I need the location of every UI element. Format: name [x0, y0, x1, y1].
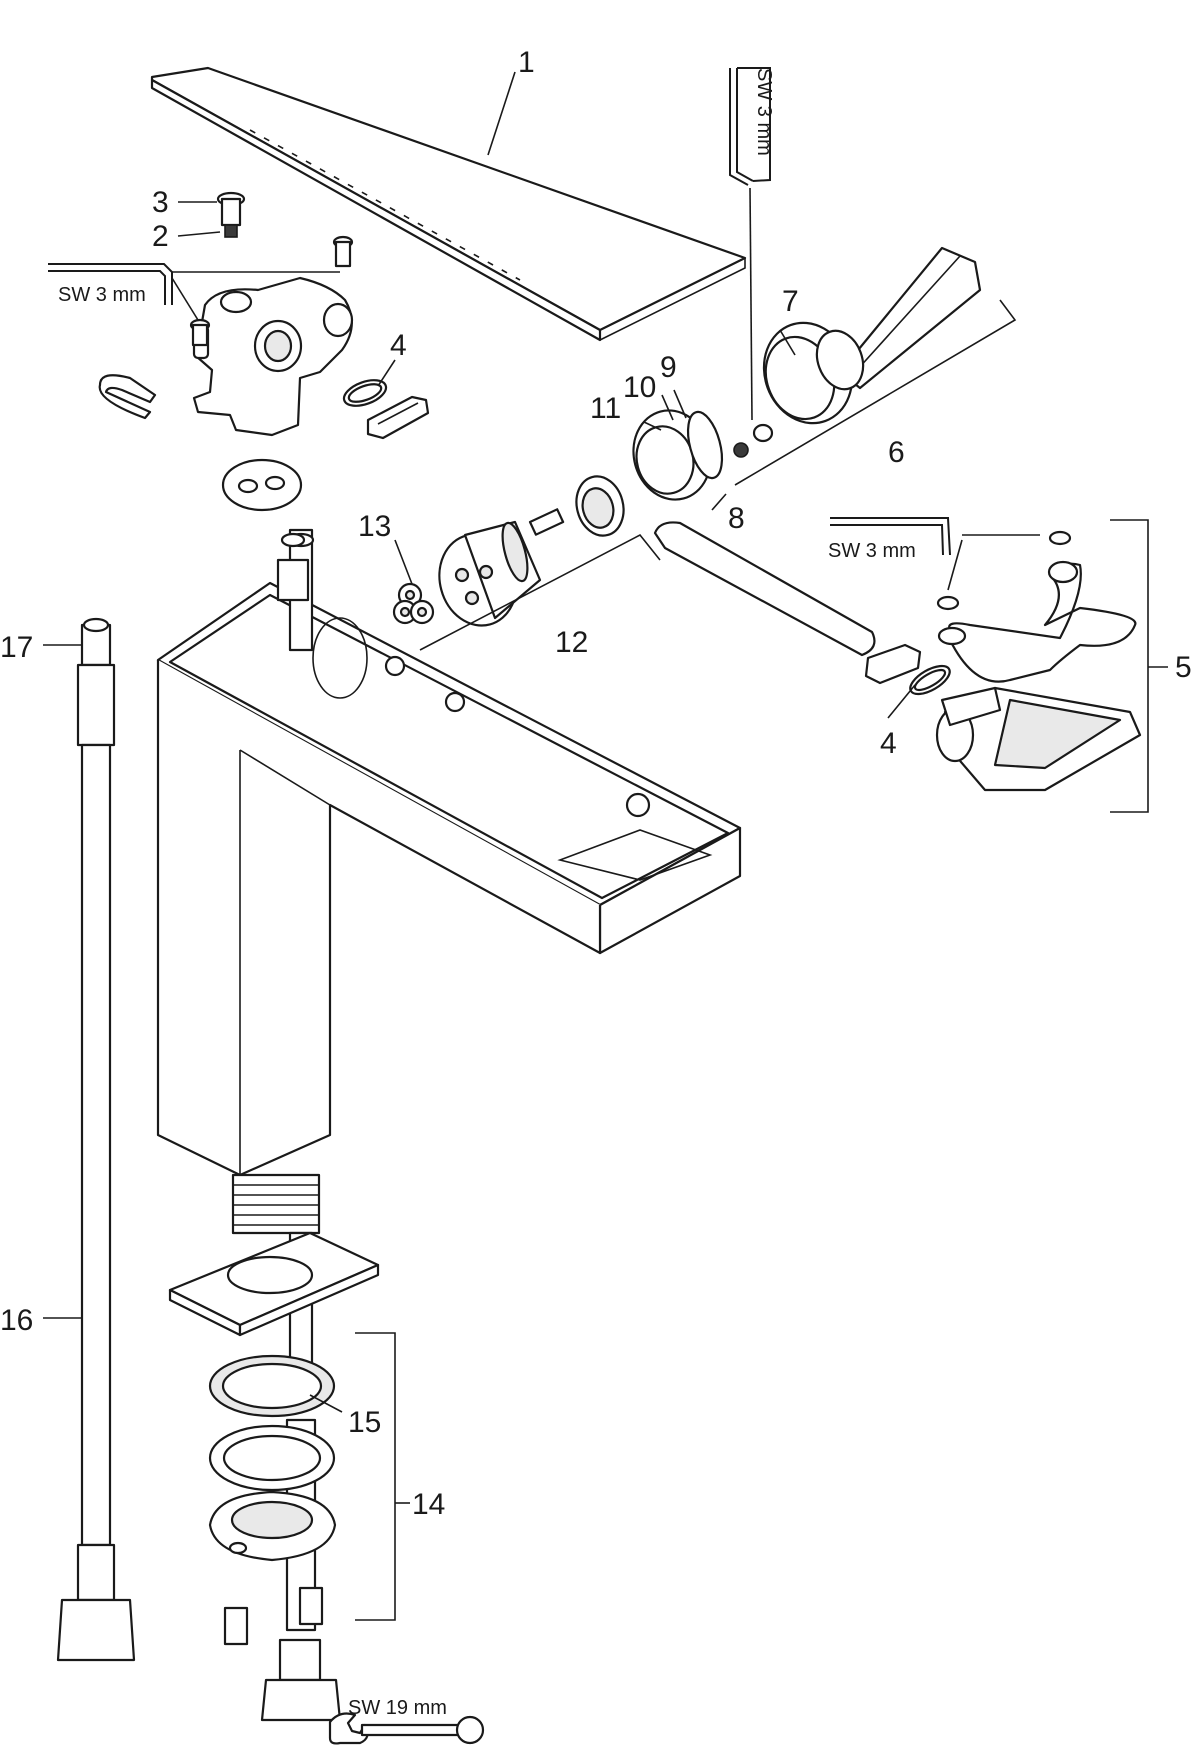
label-7: 7 — [782, 285, 799, 318]
label-12: 12 — [555, 626, 588, 659]
bracket-part-6 — [734, 299, 1017, 486]
faucet-body — [156, 581, 742, 1177]
label-15: 15 — [348, 1406, 381, 1439]
hex-key-size-right: SW 3 mm — [828, 540, 916, 562]
part-8-11-rings — [632, 409, 724, 501]
label-1: 1 — [518, 46, 535, 79]
part-15-washer — [208, 1354, 336, 1418]
part-4-seal-clip-upper — [342, 379, 430, 440]
label-4-upper: 4 — [390, 329, 407, 362]
wrench-icon — [328, 1712, 485, 1745]
label-8: 8 — [728, 502, 745, 535]
label-3: 3 — [152, 186, 169, 219]
fixing-screws — [189, 235, 354, 347]
label-6: 6 — [888, 436, 905, 469]
leader-hexkey-grubscrew — [749, 187, 753, 421]
bracket-part-5 — [1110, 519, 1149, 813]
bracket-part-12 — [419, 533, 661, 651]
part-4-seal-clip-lower — [864, 643, 951, 696]
hex-key-top-right — [729, 67, 771, 186]
threaded-shank — [231, 1173, 321, 1235]
leader-key-right-2 — [947, 539, 963, 591]
part-13-seals — [392, 582, 435, 625]
label-2: 2 — [152, 220, 169, 253]
label-5: 5 — [1175, 651, 1192, 684]
part-5-screws — [936, 530, 1072, 611]
label-11: 11 — [590, 392, 621, 425]
mounting-plate — [168, 1231, 380, 1337]
label-14: 14 — [412, 1488, 445, 1521]
label-16: 16 — [0, 1304, 33, 1337]
part-2-3-check-valve — [216, 191, 246, 238]
part-12-cartridge — [438, 508, 565, 627]
grub-screw — [733, 423, 774, 458]
label-9: 9 — [660, 351, 677, 384]
cartridge-nut — [575, 475, 625, 537]
label-17: 17 — [0, 631, 33, 664]
hex-key-right — [830, 517, 951, 556]
part-5-frame-plate — [937, 560, 1137, 683]
hex-key-size-top-right: SW 3 mm — [753, 68, 775, 156]
label-13: 13 — [358, 510, 391, 543]
wrench-size: SW 19 mm — [348, 1697, 447, 1719]
leader-key-screw — [171, 277, 199, 321]
sealing-disc — [221, 458, 303, 512]
part-7-handle-lever — [762, 246, 982, 425]
rubber-washer — [208, 1424, 336, 1492]
spout-insert — [653, 521, 876, 657]
hex-key-left — [48, 263, 173, 305]
part-1-cover-plate — [150, 66, 747, 342]
mounting-studs — [223, 1586, 324, 1646]
part-5-aerator-cage — [935, 686, 1142, 792]
hex-key-size-left: SW 3 mm — [58, 284, 146, 306]
label-4-lower: 4 — [880, 727, 897, 760]
fixing-nut — [208, 1490, 337, 1562]
leader-lines — [43, 71, 916, 1413]
label-10: 10 — [623, 371, 656, 404]
part-16-17-supply-hose — [56, 532, 310, 1662]
bracket-part-14 — [355, 1332, 396, 1621]
